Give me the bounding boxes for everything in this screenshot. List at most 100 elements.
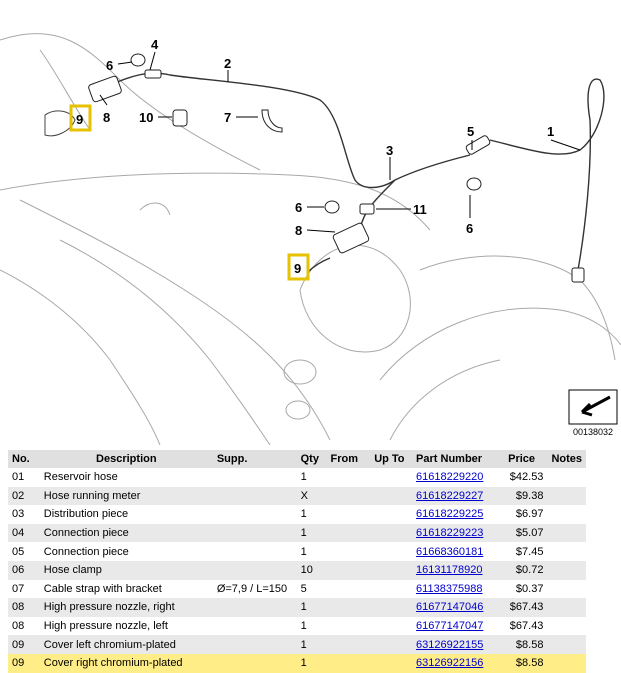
row-part-number: 61138375988 (412, 579, 496, 599)
row-from (326, 653, 371, 673)
hood-line (0, 33, 261, 171)
callout-7[interactable]: 7 (224, 110, 231, 125)
row-no: 05 (8, 542, 40, 561)
row-qty: 1 (296, 468, 327, 487)
row-no: 08 (8, 616, 40, 636)
part-number-link[interactable]: 61677147046 (416, 601, 484, 614)
cover-part-left (44, 110, 76, 137)
row-qty: 5 (296, 579, 327, 599)
part-number-link[interactable]: 61138375988 (416, 582, 483, 595)
part-number-link[interactable]: 61668360181 (416, 545, 484, 558)
row-supp (212, 505, 297, 524)
part-number-link[interactable]: 61618229225 (416, 508, 484, 521)
table-header-row: No. Description Supp. Qty From Up To Par… (8, 450, 586, 468)
row-notes (547, 468, 586, 487)
row-no: 07 (8, 579, 40, 599)
row-part-number: 61677147047 (412, 616, 496, 636)
fog-light-ring-lower (285, 400, 311, 420)
row-supp (212, 635, 297, 654)
header-part-number: Part Number (412, 450, 496, 468)
row-qty: 1 (296, 653, 327, 673)
row-upto (370, 486, 413, 506)
clip-10 (172, 109, 188, 127)
callout-8-top[interactable]: 8 (103, 110, 110, 125)
callout-11[interactable]: 11 (413, 202, 427, 217)
callout-8-bottom[interactable]: 8 (295, 223, 302, 238)
row-supp (212, 616, 297, 636)
row-supp: Ø=7,9 / L=150 (212, 579, 297, 599)
callout-3[interactable]: 3 (386, 143, 393, 158)
part-number-link[interactable]: 61618229227 (416, 489, 484, 502)
part-number-link[interactable]: 16131178920 (416, 564, 483, 577)
row-no: 09 (8, 653, 40, 673)
header-from: From (326, 450, 371, 468)
row-price: $5.07 (495, 523, 548, 543)
row-price: $8.58 (495, 653, 548, 673)
part-number-link[interactable]: 61618229220 (416, 471, 484, 484)
row-supp (212, 468, 297, 487)
hose-to-5 (394, 154, 471, 181)
row-upto (370, 468, 413, 487)
callout-10[interactable]: 10 (139, 110, 153, 125)
row-qty: 1 (296, 616, 327, 636)
badge-outline (139, 202, 171, 216)
callout-2[interactable]: 2 (224, 56, 231, 71)
row-price: $0.37 (495, 579, 548, 599)
strap-7 (261, 109, 283, 133)
row-notes (547, 635, 586, 654)
callout-9-bottom[interactable]: 9 (294, 261, 301, 276)
part-number-link[interactable]: 63126922155 (416, 638, 484, 651)
header-description: Description (39, 450, 213, 468)
row-from (326, 486, 371, 506)
row-no: 02 (8, 486, 40, 506)
row-from (326, 542, 371, 561)
clamp-6-right (466, 177, 482, 191)
header-upto: Up To (370, 450, 413, 468)
fender-line (379, 307, 621, 381)
wheel-line (389, 359, 501, 441)
row-upto (370, 598, 413, 617)
row-description: Connection piece (39, 523, 213, 543)
row-part-number: 63126922156 (412, 653, 496, 673)
callout-1[interactable]: 1 (547, 124, 554, 139)
header-no: No. (8, 450, 40, 468)
row-no: 03 (8, 505, 40, 524)
callout-6-right[interactable]: 6 (466, 221, 473, 236)
part-number-link[interactable]: 61618229223 (416, 527, 484, 540)
wheel-arch-line (419, 255, 616, 361)
callout-6-mid[interactable]: 6 (295, 200, 302, 215)
row-no: 04 (8, 523, 40, 543)
grille-line-inner (59, 239, 271, 445)
callout-6-top[interactable]: 6 (106, 58, 113, 73)
row-part-number: 61618229223 (412, 523, 496, 543)
row-upto (370, 560, 413, 580)
row-price: $67.43 (495, 616, 548, 636)
row-qty: 1 (296, 598, 327, 617)
part-number-link[interactable]: 61677147047 (416, 620, 484, 633)
row-from (326, 523, 371, 543)
hose-2 (99, 72, 396, 189)
orientation-arrow-icon (568, 389, 618, 425)
row-part-number: 61618229227 (412, 486, 496, 506)
row-description: High pressure nozzle, right (39, 598, 213, 617)
parts-table: No. Description Supp. Qty From Up To Par… (8, 450, 586, 673)
row-from (326, 579, 371, 599)
row-upto (370, 635, 413, 654)
callout-5[interactable]: 5 (467, 124, 474, 139)
row-description: Reservoir hose (39, 468, 213, 487)
part-number-link[interactable]: 63126922156 (416, 657, 484, 670)
callout-4[interactable]: 4 (151, 37, 159, 52)
row-description: Connection piece (39, 542, 213, 561)
callout-9-top[interactable]: 9 (76, 112, 83, 127)
